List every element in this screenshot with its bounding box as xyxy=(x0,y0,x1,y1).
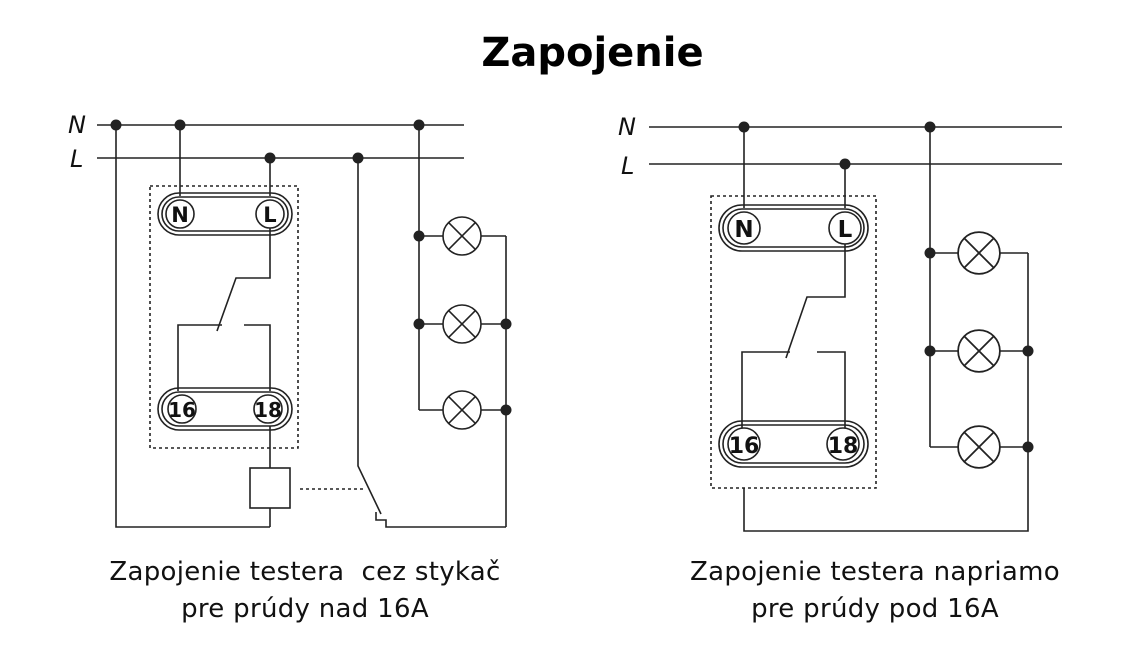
right-n-line-label: N xyxy=(618,113,636,141)
left-lamp-3 xyxy=(442,390,482,430)
right-tester-box xyxy=(710,195,877,489)
left-tester-box xyxy=(149,185,299,449)
left-bottom-terminal-block xyxy=(157,387,293,431)
right-lamp-2 xyxy=(957,329,1001,373)
left-terminal-18-label: 18 xyxy=(254,398,282,422)
right-caption-line-1: Zapojenie testera napriamo xyxy=(690,557,1060,587)
left-terminal-n-label: N xyxy=(171,203,189,227)
right-terminal-n-label: N xyxy=(734,217,753,243)
left-l-line-label: L xyxy=(70,145,83,173)
left-terminal-16-label: 16 xyxy=(168,398,196,422)
left-relay-contact xyxy=(216,228,271,332)
right-terminal-l-label: L xyxy=(838,217,853,243)
right-top-terminal-block xyxy=(718,204,869,252)
right-caption-line-2: pre prúdy pod 16A xyxy=(751,594,999,624)
left-lamp-2 xyxy=(442,304,482,344)
right-relay-contact xyxy=(785,244,846,359)
right-terminal-16-label: 16 xyxy=(729,434,760,459)
left-top-terminal-block xyxy=(157,192,293,236)
left-lamp-1 xyxy=(442,216,482,256)
left-n-line-label: N xyxy=(68,111,86,139)
left-terminal-l-label: L xyxy=(263,203,276,227)
left-caption-line-2: pre prúdy nad 16A xyxy=(181,594,429,624)
page-title: Zapojenie xyxy=(481,30,704,76)
left-diagram: N L N L xyxy=(68,111,512,528)
right-caption: Zapojenie testera napriamo pre prúdy pod… xyxy=(625,554,1125,628)
right-diagram: N L N L 16 18 xyxy=(618,113,1062,532)
right-terminal-18-label: 18 xyxy=(828,434,859,459)
left-contactor-coil xyxy=(249,467,291,509)
right-junction-dots xyxy=(738,121,1034,453)
left-junction-dots xyxy=(110,119,512,416)
right-l-line-label: L xyxy=(621,152,634,180)
left-caption-line-1: Zapojenie testera cez stykač xyxy=(109,557,501,587)
right-lamp-3 xyxy=(957,425,1001,469)
left-caption: Zapojenie testera cez stykač pre prúdy n… xyxy=(60,554,550,628)
right-lamp-1 xyxy=(957,231,1001,275)
right-bottom-terminal-block xyxy=(718,420,869,468)
left-contactor-switch xyxy=(357,158,382,515)
